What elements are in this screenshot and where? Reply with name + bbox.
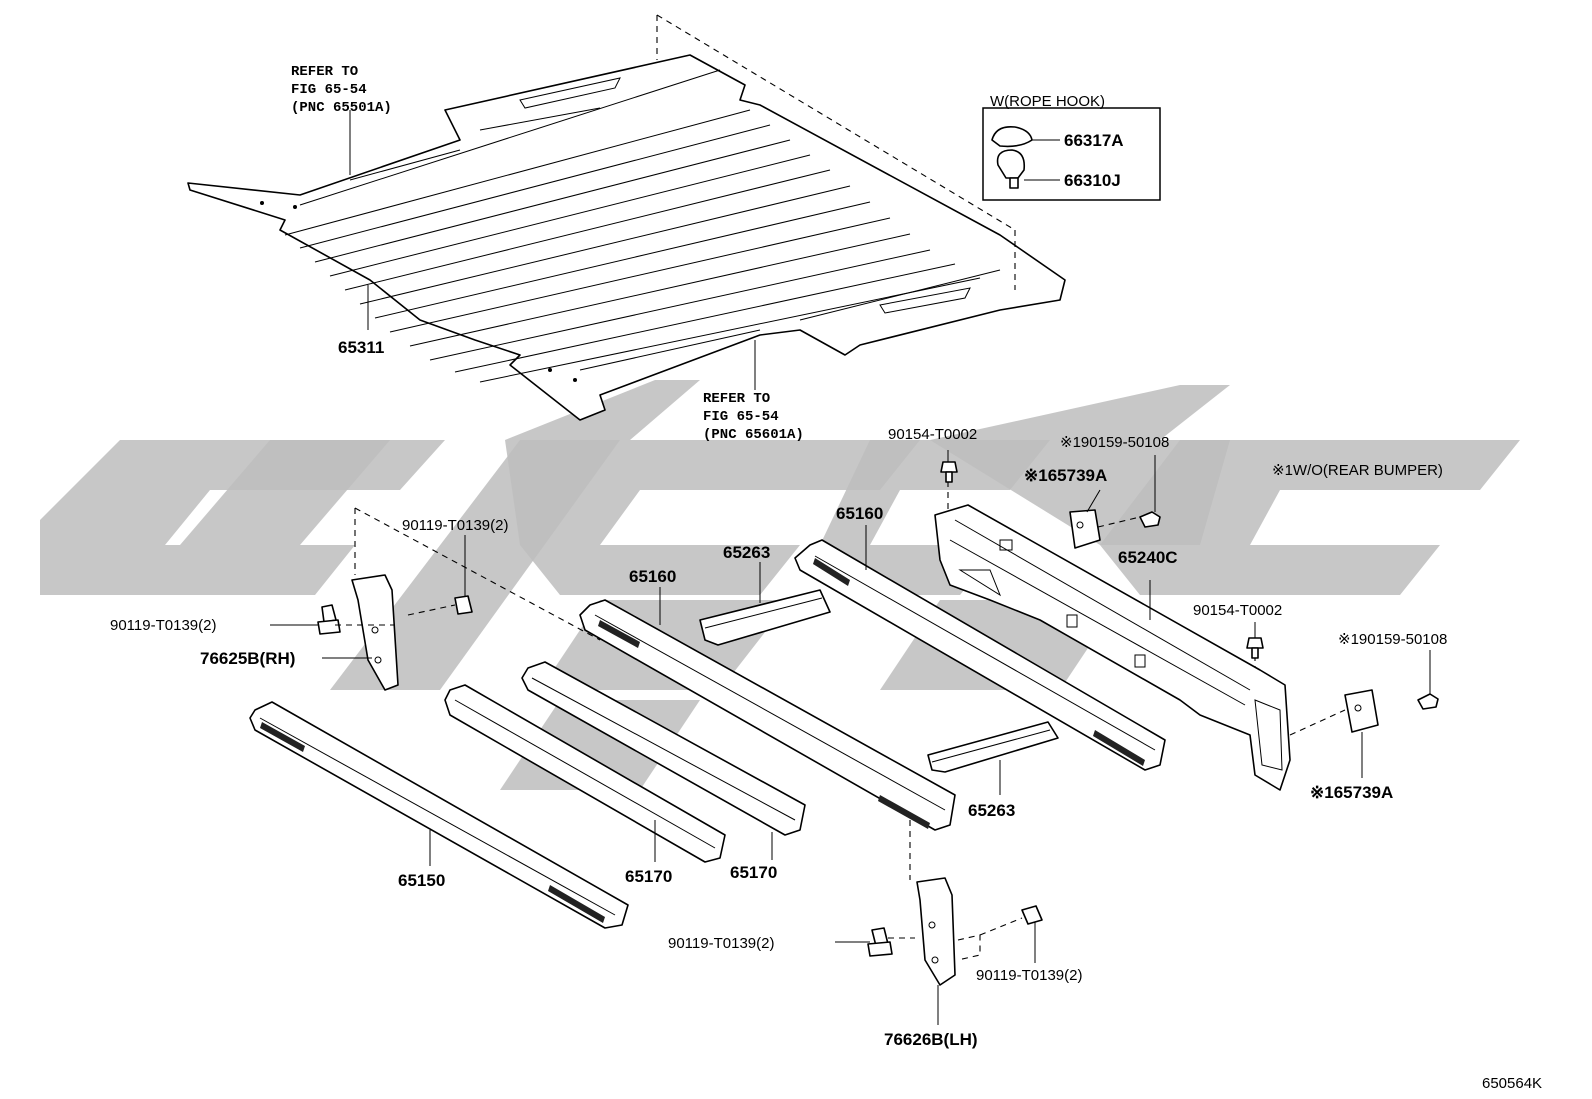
label-65311: 65311 bbox=[338, 338, 384, 357]
brace-65263-bottom bbox=[927, 721, 1059, 773]
label-65240c: 65240C bbox=[1118, 548, 1178, 567]
note-wo-rear-bumper: ※1W/O(REAR BUMPER) bbox=[1272, 462, 1443, 479]
label-190159-top: ※190159-50108 bbox=[1060, 434, 1169, 451]
rope-hook-title: W(ROPE HOOK) bbox=[990, 93, 1105, 110]
label-90119-topleft-b: 90119-T0139(2) bbox=[402, 517, 508, 534]
label-90119-bottom-b: 90119-T0139(2) bbox=[976, 967, 1082, 984]
refer-top-line-2: FIG 65-54 bbox=[291, 82, 367, 98]
bolt-90154-right bbox=[1246, 637, 1264, 659]
refer-mid-line-2: FIG 65-54 bbox=[703, 409, 779, 425]
brace-65263-top bbox=[699, 589, 831, 646]
refer-top-line-1: REFER TO bbox=[291, 64, 358, 80]
label-65170-b: 65170 bbox=[730, 863, 777, 882]
label-76626b-lh: 76626B(LH) bbox=[884, 1030, 978, 1049]
sill-65160-mid bbox=[579, 599, 956, 831]
figure-code: 650564K bbox=[1482, 1075, 1542, 1092]
label-65150: 65150 bbox=[398, 871, 445, 890]
label-65263-top: 65263 bbox=[723, 543, 770, 562]
label-76625b-rh: 76625B(RH) bbox=[200, 649, 295, 668]
reference-dash-lines bbox=[354, 14, 1346, 880]
bracket-76625b-rh bbox=[317, 574, 473, 691]
label-165739a-top: ※165739A bbox=[1024, 466, 1107, 485]
rear-crossmember bbox=[934, 504, 1291, 791]
label-65263-bottom: 65263 bbox=[968, 801, 1015, 820]
refer-top-line-3: (PNC 65501A) bbox=[291, 100, 392, 116]
sill-65150 bbox=[249, 701, 629, 929]
sill-65160-right bbox=[794, 539, 1166, 771]
label-66310j: 66310J bbox=[1064, 171, 1121, 190]
pad-165739-top bbox=[1069, 509, 1161, 549]
label-90154-top: 90154-T0002 bbox=[888, 426, 977, 443]
floor-panel bbox=[187, 54, 1066, 421]
label-90119-topleft-a: 90119-T0139(2) bbox=[110, 617, 216, 634]
pad-165739-right bbox=[1344, 689, 1439, 733]
sill-65170-b bbox=[521, 661, 806, 836]
bolt-90154-top bbox=[940, 461, 958, 483]
label-65160-mid: 65160 bbox=[629, 567, 676, 586]
bracket-76626b-lh bbox=[867, 877, 1043, 986]
label-90119-bottom-a: 90119-T0139(2) bbox=[668, 935, 774, 952]
label-65170-a: 65170 bbox=[625, 867, 672, 886]
label-165739a-right: ※165739A bbox=[1310, 783, 1393, 802]
sill-65170-a bbox=[444, 684, 726, 863]
leader-lines bbox=[270, 110, 1431, 1025]
refer-mid-line-1: REFER TO bbox=[703, 391, 770, 407]
label-90154-right: 90154-T0002 bbox=[1193, 602, 1282, 619]
label-66317a: 66317A bbox=[1064, 131, 1124, 150]
rope-hook-box bbox=[982, 107, 1161, 201]
label-65160-right: 65160 bbox=[836, 504, 883, 523]
label-190159-right: ※190159-50108 bbox=[1338, 631, 1447, 648]
refer-mid-line-3: (PNC 65601A) bbox=[703, 427, 804, 443]
